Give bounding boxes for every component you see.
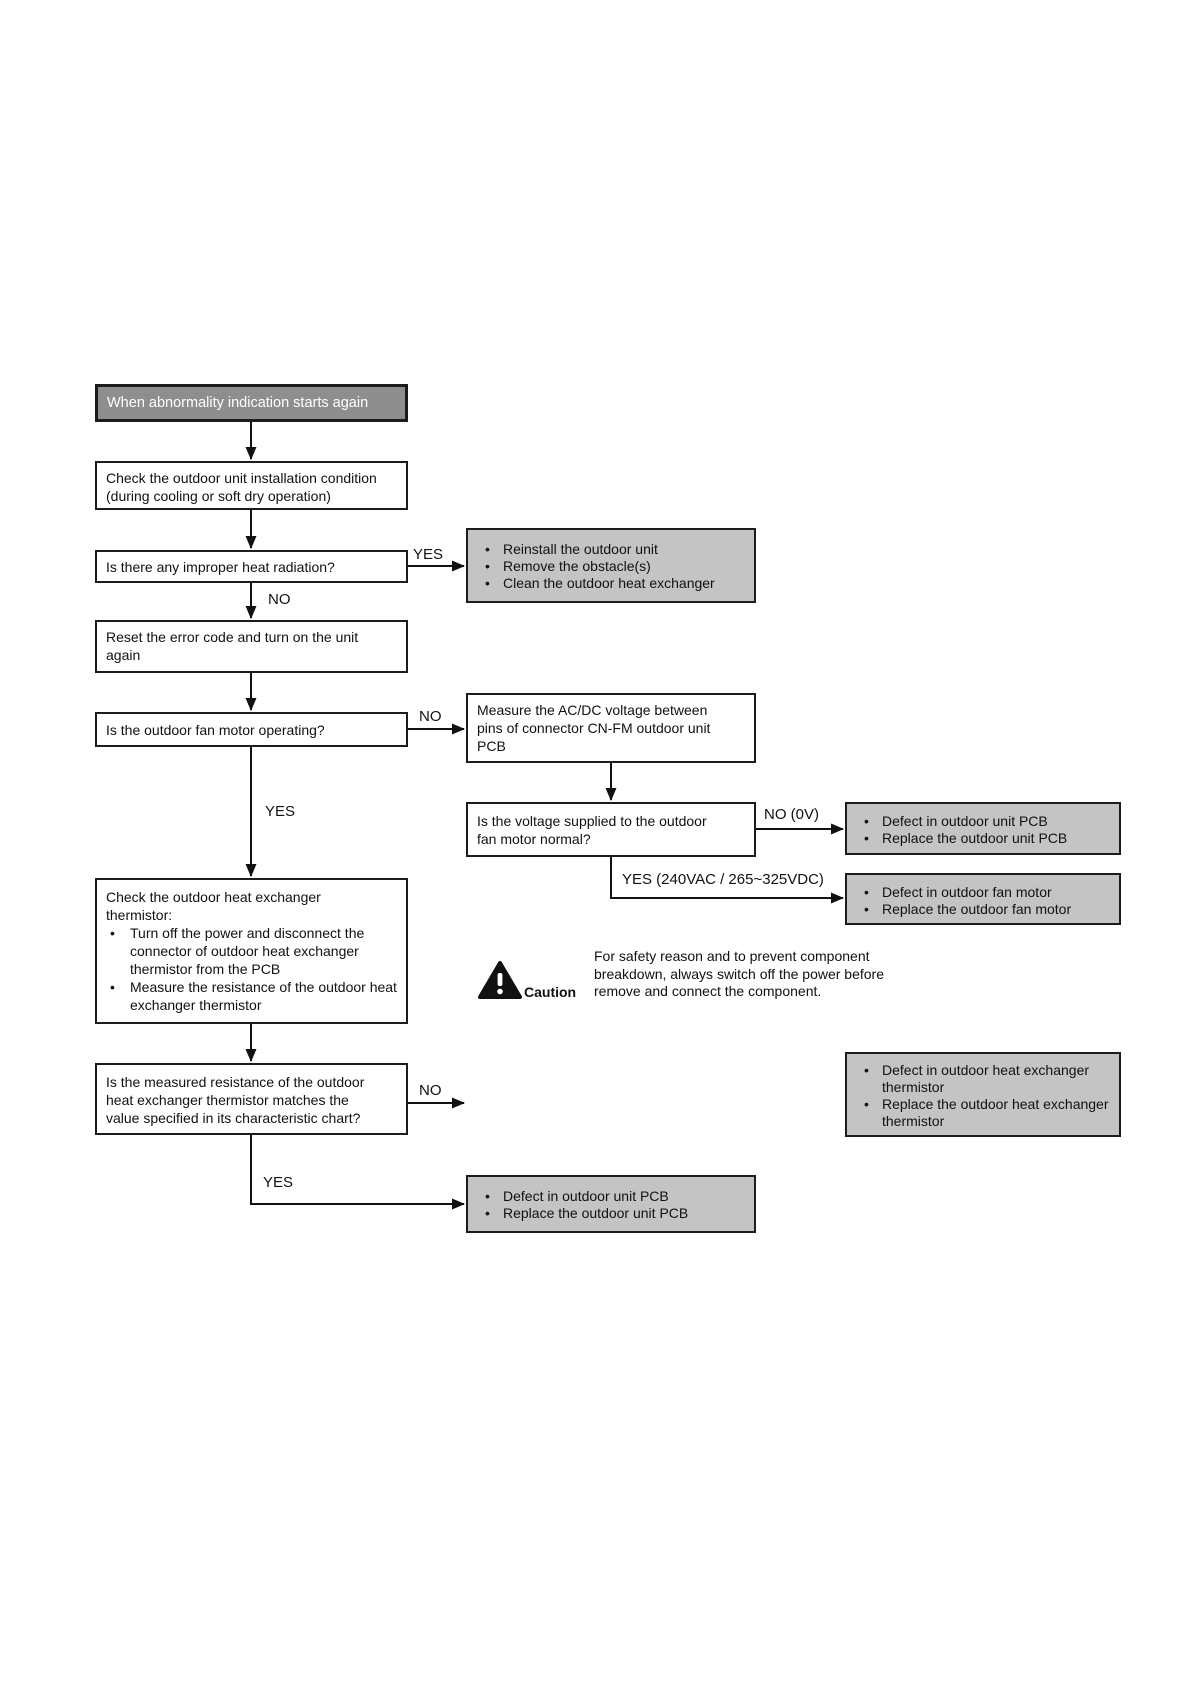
text-line: Check the outdoor heat exchanger (106, 889, 321, 905)
caution-label: Caution (524, 984, 577, 1000)
edge-label-yes: YES (413, 546, 444, 563)
flow-node-measure-voltage: Measure the AC/DC voltage between pins o… (466, 693, 756, 763)
result-box-defect-outdoor-pcb: Defect in outdoor unit PCB Replace the o… (845, 802, 1121, 855)
text-line: heat exchanger thermistor matches the (106, 1092, 349, 1108)
text-line: Reset the error code and turn on the uni… (106, 629, 359, 645)
caution-icon (478, 961, 522, 999)
text-line: Is the outdoor fan motor operating? (106, 722, 325, 738)
arrow-resistq-yes (250, 1135, 465, 1210)
flow-node-start: When abnormality indication starts again (95, 384, 408, 422)
edge-label-yes: YES (263, 1174, 294, 1191)
bullet-item: Remove the obstacle(s) (477, 558, 745, 575)
decision-heat-radiation: Is there any improper heat radiation? (95, 550, 408, 583)
decision-voltage-normal: Is the voltage supplied to the outdoor f… (466, 802, 756, 857)
bullet-item: Defect in outdoor heat exchanger thermis… (856, 1062, 1110, 1096)
text-line: Is the measured resistance of the outdoo… (106, 1074, 365, 1090)
edge-label-yes: YES (265, 803, 296, 820)
text-line: Check the outdoor unit installation cond… (106, 470, 377, 486)
bullet-item: Defect in outdoor unit PCB (477, 1188, 745, 1205)
flow-node-check-thermistor: Check the outdoor heat exchanger thermis… (95, 878, 408, 1024)
edge-label-no: NO (268, 591, 291, 608)
text-line: Measure the AC/DC voltage between (477, 702, 708, 718)
edge-label-no: NO (419, 1082, 442, 1099)
bullet-item: Defect in outdoor fan motor (856, 884, 1110, 901)
caution-text: For safety reason and to prevent compone… (594, 948, 884, 1001)
decision-fan-motor-operating: Is the outdoor fan motor operating? (95, 712, 408, 747)
text-line: again (106, 647, 141, 663)
text-line: (during cooling or soft dry operation) (106, 488, 331, 504)
bullet-item: Replace the outdoor unit PCB (477, 1205, 745, 1222)
edge-label-no-0v: NO (0V) (764, 806, 820, 823)
bullet-item: Replace the outdoor unit PCB (856, 830, 1110, 847)
bullet-item: Clean the outdoor heat exchanger (477, 575, 745, 592)
result-box-defect-outdoor-pcb-final: Defect in outdoor unit PCB Replace the o… (466, 1175, 756, 1233)
bullet-item: Replace the outdoor heat exchanger therm… (856, 1096, 1110, 1130)
bullet-item: Turn off the power and disconnect the co… (106, 924, 397, 978)
text-line: PCB (477, 738, 506, 754)
flow-node-start-label: When abnormality indication starts again (107, 395, 369, 411)
text-line: value specified in its characteristic ch… (106, 1110, 361, 1126)
result-box-defect-thermistor: Defect in outdoor heat exchanger thermis… (845, 1052, 1121, 1137)
decision-resistance-matches-chart: Is the measured resistance of the outdoo… (95, 1063, 408, 1135)
flow-node-check-installation: Check the outdoor unit installation cond… (95, 461, 408, 510)
bullet-item: Measure the resistance of the outdoor he… (106, 978, 397, 1014)
text-line: breakdown, always switch off the power b… (594, 965, 885, 982)
text-line: fan motor normal? (477, 831, 591, 847)
edge-label-yes-voltage: YES (240VAC / 265~325VDC) (622, 871, 824, 888)
edge-label-no: NO (419, 708, 442, 725)
result-box-reinstall-outdoor-unit: Reinstall the outdoor unit Remove the ob… (466, 528, 756, 603)
bullet-item: Defect in outdoor unit PCB (856, 813, 1110, 830)
text-line: pins of connector CN-FM outdoor unit (477, 720, 711, 736)
result-box-defect-fan-motor: Defect in outdoor fan motor Replace the … (845, 873, 1121, 925)
text-line: thermistor: (106, 907, 173, 923)
arrow-voltq-yes (610, 857, 844, 904)
text-line: Is there any improper heat radiation? (106, 559, 335, 575)
bullet-item: Replace the outdoor fan motor (856, 901, 1110, 918)
bullet-item: Reinstall the outdoor unit (477, 541, 745, 558)
text-line: remove and connect the component. (594, 983, 822, 999)
text-line: For safety reason and to prevent compone… (594, 948, 870, 964)
flow-node-reset-error-code: Reset the error code and turn on the uni… (95, 620, 408, 673)
text-line: Is the voltage supplied to the outdoor (477, 813, 707, 829)
